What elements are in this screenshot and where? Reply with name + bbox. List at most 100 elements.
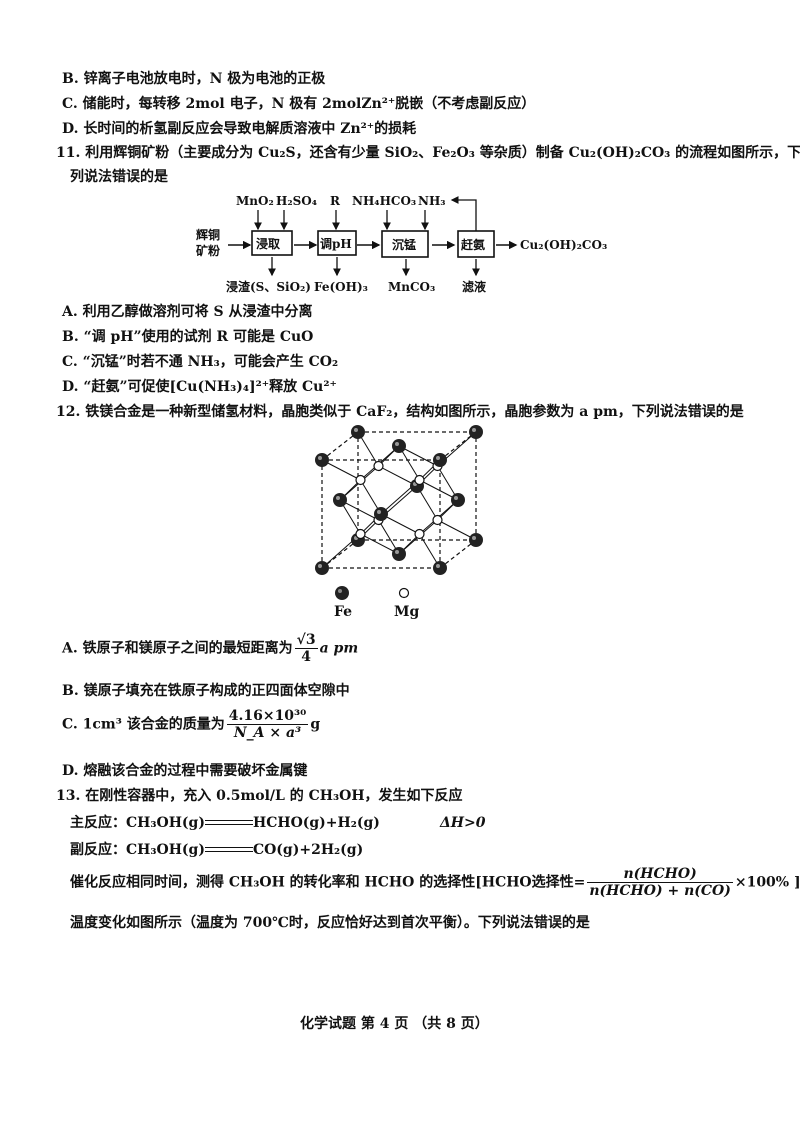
option-a-unit: a pm xyxy=(319,640,359,657)
q13-side-reaction: 副反应：CH₃OH(g) CO(g)+2H₂(g) xyxy=(70,841,363,859)
fe-atom-highlight xyxy=(318,564,322,568)
fe-mg-bond xyxy=(378,465,418,487)
fe-mg-bond xyxy=(419,479,459,501)
fe-atom-highlight xyxy=(395,550,399,554)
fe-atom-highlight xyxy=(454,496,458,500)
fe-mg-bond xyxy=(398,445,438,467)
fe-atom-highlight xyxy=(436,564,440,568)
fe-atom-icon xyxy=(351,425,365,439)
frac-den: n(HCHO) + n(CO) xyxy=(589,883,731,899)
option-c-unit: g xyxy=(310,716,321,733)
reagent-mno2: MnO₂ xyxy=(236,194,274,208)
q13-main-reaction: 主反应：CH₃OH(g) HCHO(g)+H₂(g) ΔH>0 xyxy=(70,814,486,832)
reagent-nh3: NH₃ xyxy=(418,194,446,208)
output-mnco3: MnCO₃ xyxy=(388,280,435,294)
q10-option-c: C. 储能时，每转移 2mol 电子，N 极有 2molZn²⁺脱嵌（不考虑副反… xyxy=(62,96,536,112)
main-reactant: 主反应：CH₃OH(g) xyxy=(70,815,205,831)
equilibrium-arrow-icon xyxy=(204,819,253,827)
q11-option-d: D. “赶氨”可促使[Cu(NH₃)₄]²⁺释放 Cu²⁺ xyxy=(62,379,337,395)
frac-num: √3 xyxy=(294,632,318,649)
fe-mg-bond xyxy=(360,533,400,555)
output-filtrate: 滤液 xyxy=(462,279,486,294)
q12-option-d: D. 熔融该合金的过程中需要破坏金属键 xyxy=(62,763,308,779)
fe-atom-icon xyxy=(451,493,465,507)
fe-atom-icon xyxy=(392,547,406,561)
fe-mg-bond xyxy=(380,513,420,535)
fe-atom-icon xyxy=(315,561,329,575)
legend-mg-label: Mg xyxy=(394,604,420,620)
cell-edge xyxy=(321,431,359,461)
q13-stem: 13. 在刚性容器中，充入 0.5mol/L 的 CH₃OH，发生如下反应 xyxy=(56,788,463,804)
fe-atom-highlight xyxy=(436,456,440,460)
flow-step-leaching: 浸取 xyxy=(256,236,280,251)
frac-den: 4 xyxy=(301,649,311,665)
q13-stem-end: 温度变化如图所示（温度为 700℃时，反应恰好达到首次平衡）。下列说法错误的是 xyxy=(70,915,590,931)
page-footer: 化学试题 第 4 页 （共 8 页） xyxy=(300,1016,489,1032)
fe-atom-highlight xyxy=(472,536,476,540)
fe-atom-highlight xyxy=(377,510,381,514)
crystal-structure-diagram xyxy=(315,425,483,575)
mg-atom-icon xyxy=(355,474,366,486)
fe-mg-bond xyxy=(437,519,477,541)
q11-option-c: C. “沉锰”时若不通 NH₃，可能会产生 CO₂ xyxy=(62,354,339,370)
fe-mg-bond xyxy=(339,499,379,521)
fe-atom-highlight xyxy=(336,496,340,500)
frac-den: N_A × a³ xyxy=(233,725,302,741)
flow-step-ph: 调pH xyxy=(320,237,352,251)
q11-flow-diagram: 辉铜 矿粉 浸取 调pH 沉锰 赶氨 Cu₂(OH)₂CO₃ MnO₂ H₂SO… xyxy=(196,194,607,294)
frac-num: n(HCHO) xyxy=(587,866,733,883)
legend-fe-label: Fe xyxy=(334,604,353,620)
mg-atom-icon xyxy=(414,528,425,540)
q12-stem: 12. 铁镁合金是一种新型储氢材料，晶胞类似于 CaF₂，结构如图所示，晶胞参数… xyxy=(56,404,744,420)
reagent-h2so4: H₂SO₄ xyxy=(276,194,317,208)
flow-step-mn-precip: 沉锰 xyxy=(392,237,416,252)
fe-atom-icon xyxy=(333,493,347,507)
fe-atom-icon xyxy=(433,453,447,467)
fe-atom-icon xyxy=(469,533,483,547)
q10-option-d: D. 长时间的析氢副反应会导致电解质溶液中 Zn²⁺的损耗 xyxy=(62,121,417,137)
q11-option-b: B. “调 pH”使用的试剂 R 可能是 CuO xyxy=(62,329,314,345)
side-products: CO(g)+2H₂(g) xyxy=(252,842,364,858)
q11-stem-line2: 列说法错误的是 xyxy=(70,169,168,185)
q11-stem-line1: 11. 利用辉铜矿粉（主要成分为 Cu₂S，还含有少量 SiO₂、Fe₂O₃ 等… xyxy=(56,145,800,161)
option-a-text: A. 铁原子和镁原子之间的最短距离为 xyxy=(62,640,293,657)
side-reactant: 副反应：CH₃OH(g) xyxy=(70,842,205,858)
fe-atom-icon xyxy=(374,507,388,521)
selectivity-fraction: n(HCHO)n(HCHO) + n(CO) xyxy=(587,866,733,899)
enthalpy-change: ΔH>0 xyxy=(439,815,486,831)
fe-atom-icon xyxy=(392,439,406,453)
main-products: HCHO(g)+H₂(g) xyxy=(252,815,380,831)
legend-fe-atom-icon xyxy=(335,586,349,600)
equilibrium-arrow-icon xyxy=(204,846,253,854)
fe-atom-icon xyxy=(315,453,329,467)
frac-num: 4.16×10³⁰ xyxy=(226,708,309,725)
reagent-nh4hco3: NH₄HCO₃ xyxy=(352,194,416,208)
flow-step-box xyxy=(251,230,293,256)
selectivity-text: 催化反应相同时间，测得 CH₃OH 的转化率和 HCHO 的选择性[HCHO选择… xyxy=(70,874,586,891)
mg-atom-icon xyxy=(373,460,384,472)
flow-input-2: 矿粉 xyxy=(196,243,220,258)
mg-atom-icon xyxy=(355,528,366,540)
q11-option-a: A. 利用乙醇做溶剂可将 S 从浸渣中分离 xyxy=(62,304,313,320)
fe-atom-icon xyxy=(433,561,447,575)
legend-mg-atom-icon xyxy=(398,587,410,599)
mg-atom-icon xyxy=(432,514,443,526)
fe-atom-icon xyxy=(469,425,483,439)
q12-option-b: B. 镁原子填充在铁原子构成的正四面体空隙中 xyxy=(62,683,350,699)
output-residue: 浸渣(S、SiO₂) xyxy=(226,279,311,294)
fe-atom-highlight xyxy=(395,442,399,446)
mg-atom-icon xyxy=(414,474,425,486)
option-c-text: C. 1cm³ 该合金的质量为 xyxy=(62,716,225,733)
reagent-r: R xyxy=(330,194,341,208)
flow-input-1: 辉铜 xyxy=(196,227,220,242)
selectivity-tail: ×100% ]随 xyxy=(734,874,800,891)
fe-atom-highlight xyxy=(472,428,476,432)
fe-atom-highlight xyxy=(354,428,358,432)
cell-edge xyxy=(439,539,477,569)
fe-atom-highlight xyxy=(318,456,322,460)
flow-step-ammonia: 赶氨 xyxy=(460,237,485,252)
